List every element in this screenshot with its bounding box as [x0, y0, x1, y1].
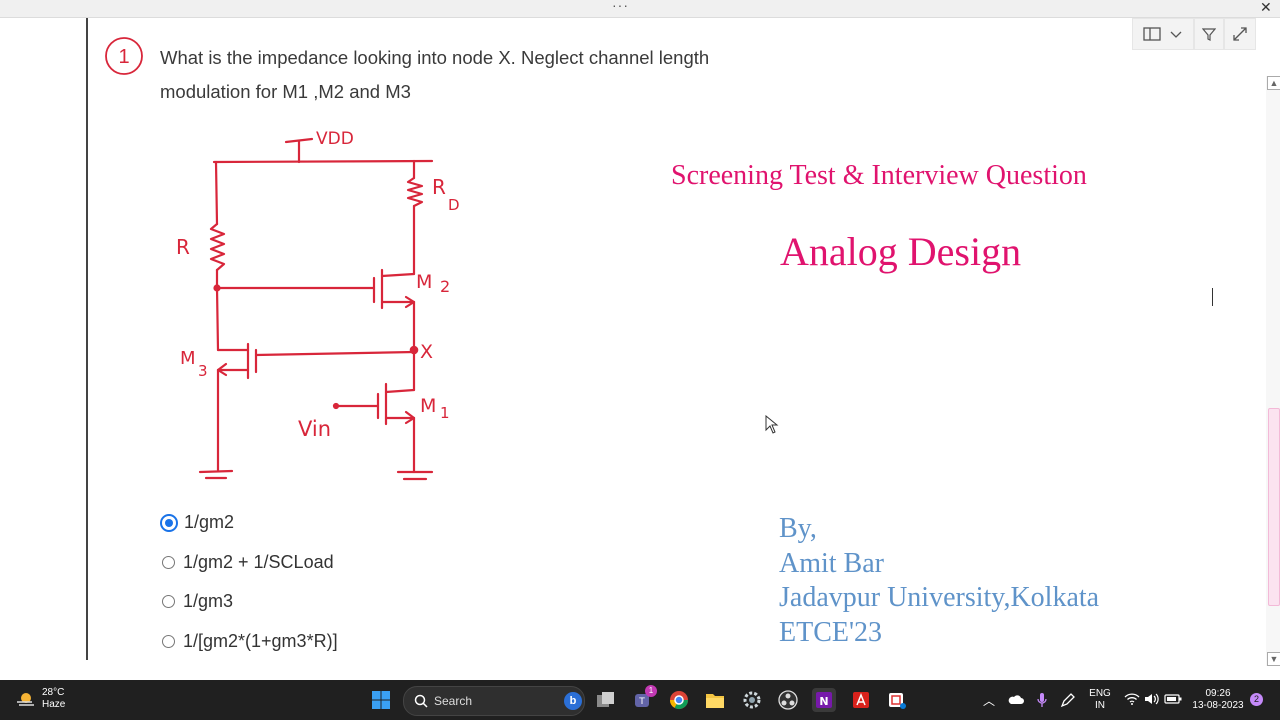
option-3-label: 1/gm3: [183, 591, 234, 611]
m1-label: M: [420, 395, 436, 417]
scroll-thumb[interactable]: [1268, 408, 1280, 606]
scroll-down-arrow[interactable]: ▼: [1267, 652, 1280, 666]
vdd-label: VDD: [316, 129, 354, 149]
svg-text:T: T: [638, 697, 645, 707]
r-label: R: [176, 235, 190, 259]
question-line-2: modulation for M1 ,M2 and M3: [160, 81, 411, 102]
option-2[interactable]: 1/gm2 + 1/SCLoad: [162, 552, 334, 573]
expand-icon: [1233, 27, 1247, 41]
heading-sub: Analog Design: [780, 229, 1022, 274]
m2-subscript: 2: [440, 277, 450, 296]
taskbar-search[interactable]: Search b: [403, 686, 585, 716]
note-canvas[interactable]: [0, 18, 1266, 660]
radio[interactable]: [162, 556, 175, 569]
bing-icon[interactable]: b: [564, 692, 582, 710]
author-by: By,: [779, 513, 817, 544]
search-label: Search: [434, 694, 473, 708]
weather-widget[interactable]: 28°C Haze: [14, 687, 65, 711]
sun-haze-icon: [17, 693, 34, 706]
lang-line-1: ENG: [1089, 688, 1111, 699]
weather-temperature: 28°C: [42, 687, 65, 698]
vin-label: Vin: [298, 417, 331, 441]
radio[interactable]: [162, 595, 175, 608]
window-top-strip: ··· ✕: [0, 0, 1280, 18]
file-explorer-icon[interactable]: [703, 688, 727, 712]
wifi-icon[interactable]: [1124, 693, 1140, 705]
question-line-1: What is the impedance looking into node …: [160, 47, 710, 68]
volume-icon[interactable]: [1144, 693, 1160, 705]
radio[interactable]: [162, 635, 175, 648]
option-1[interactable]: 1/gm2: [160, 512, 235, 533]
m1-subscript: 1: [440, 404, 450, 422]
weather-condition: Haze: [42, 699, 66, 710]
windows-start-icon: [372, 691, 390, 709]
question-number-badge: 1: [105, 37, 143, 75]
clock-time: 09:26: [1205, 688, 1231, 699]
author-university: Jadavpur University,Kolkata: [779, 582, 1100, 613]
node-x-label: X: [420, 341, 433, 363]
text-caret: [1212, 288, 1213, 306]
close-icon[interactable]: ✕: [1260, 0, 1272, 15]
option-4[interactable]: 1/[gm2*(1+gm3*R)]: [162, 631, 338, 652]
option-1-label: 1/gm2: [184, 512, 235, 532]
author-block: By, Amit Bar Jadavpur University,Kolkata…: [779, 512, 1099, 650]
onenote-icon[interactable]: N: [812, 688, 836, 712]
heading-main: Screening Test & Interview Question: [671, 160, 1087, 191]
notification-badge[interactable]: 2: [1250, 693, 1263, 706]
pen-icon[interactable]: [1060, 692, 1076, 708]
m3-subscript: 3: [198, 362, 208, 380]
chevron-up-icon[interactable]: ︿: [983, 694, 996, 708]
teams-badge: 1: [645, 685, 657, 697]
m2-label: M: [416, 271, 432, 293]
page-margin-line: [86, 18, 88, 660]
mouse-pointer-icon: [765, 415, 779, 434]
rd-label: R: [432, 175, 446, 199]
m3-label: M: [180, 348, 196, 369]
expand-button[interactable]: [1224, 18, 1256, 50]
filter-button[interactable]: [1194, 18, 1224, 50]
question-number: 1: [118, 46, 129, 68]
taskbar: 28°C Haze Search b T 1 N: [0, 680, 1280, 720]
windows-start-button[interactable]: [369, 688, 393, 712]
option-3[interactable]: 1/gm3: [162, 591, 233, 612]
teams-icon[interactable]: T 1: [631, 685, 657, 712]
microphone-icon[interactable]: [1036, 692, 1048, 708]
filter-icon: [1202, 28, 1216, 41]
lang-line-2: IN: [1095, 700, 1105, 711]
chevron-down-icon: [1170, 31, 1182, 38]
snipping-icon[interactable]: [885, 688, 909, 712]
obs-icon[interactable]: [776, 688, 800, 712]
acrobat-icon[interactable]: [849, 688, 873, 712]
search-icon: [414, 694, 428, 708]
author-dept: ETCE'23: [779, 616, 883, 648]
view-dropdown-button[interactable]: [1132, 18, 1194, 50]
clock[interactable]: 09:26 13-08-2023: [1186, 688, 1250, 712]
task-view-icon[interactable]: [594, 688, 618, 712]
svg-text:N: N: [819, 695, 828, 708]
language-indicator[interactable]: ENG IN: [1088, 688, 1112, 712]
panel-icon: [1143, 27, 1161, 41]
option-2-label: 1/gm2 + 1/SCLoad: [183, 552, 334, 572]
circuit-schematic: VDD R D R M 2 M 3 X M 1 Vin: [176, 129, 460, 481]
more-dots-icon[interactable]: ···: [612, 0, 629, 13]
scroll-up-arrow[interactable]: ▲: [1267, 76, 1280, 90]
settings-icon[interactable]: [740, 688, 764, 712]
option-4-label: 1/[gm2*(1+gm3*R)]: [183, 631, 338, 651]
chrome-icon[interactable]: [667, 688, 691, 712]
radio-selected[interactable]: [160, 513, 178, 532]
question-text: What is the impedance looking into node …: [160, 41, 709, 109]
author-name: Amit Bar: [779, 547, 884, 579]
clock-date: 13-08-2023: [1192, 700, 1244, 711]
onedrive-icon[interactable]: [1008, 694, 1024, 705]
battery-icon[interactable]: [1164, 694, 1182, 704]
rd-subscript: D: [448, 196, 460, 214]
